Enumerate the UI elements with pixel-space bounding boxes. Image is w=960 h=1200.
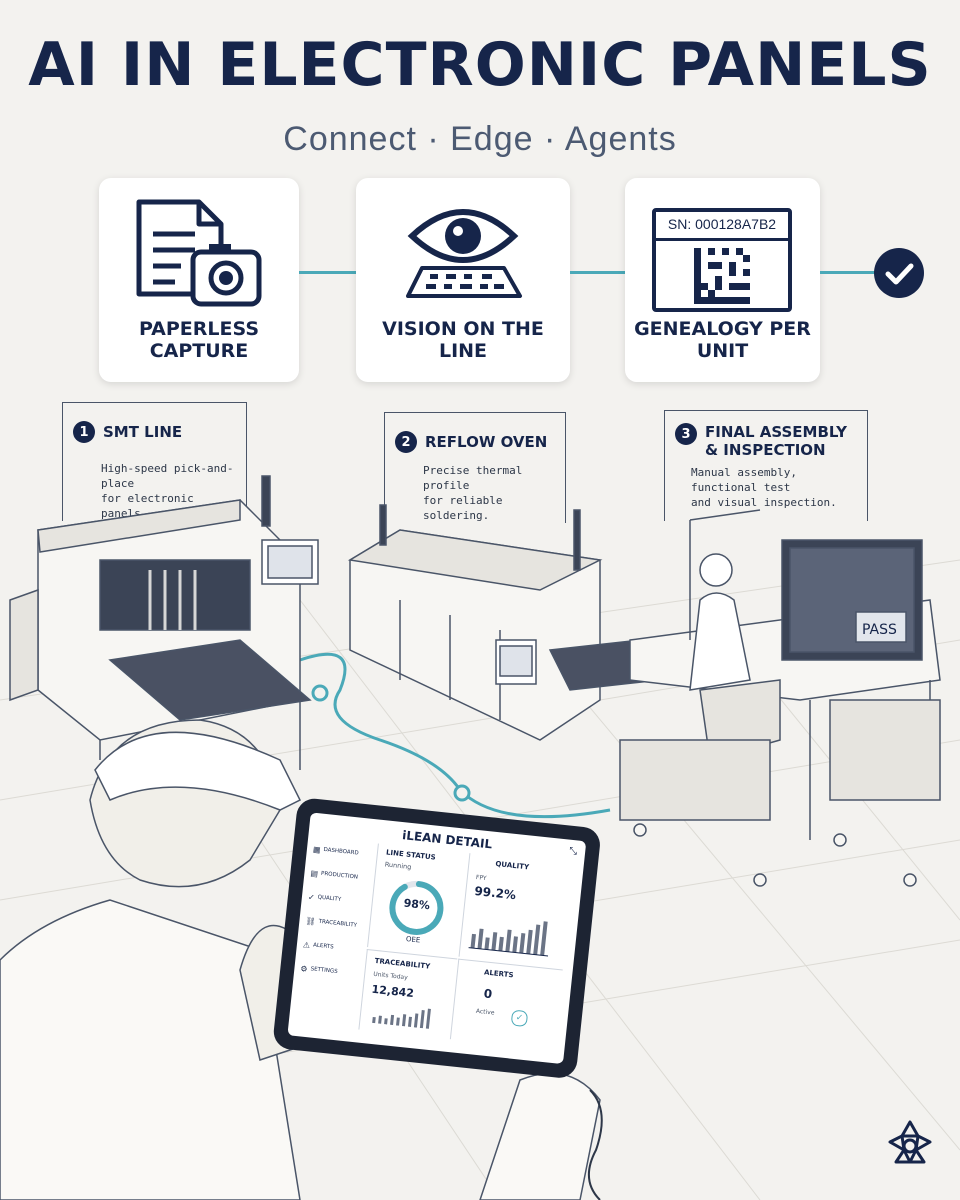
brand-logo-icon [888,1120,932,1164]
step-number-badge: 3 [675,423,697,445]
check-circle-icon: ✓ [307,892,316,902]
check-circle-icon: ✓ [510,1009,529,1028]
serial-barcode-icon: SN: 000128A7B2 [652,208,792,312]
callout-final-assembly: 3 FINAL ASSEMBLY & INSPECTION Manual ass… [664,410,868,521]
document-camera-icon [136,199,262,307]
station-desc-reflow-oven: Precise thermal profile for reliable sol… [423,464,523,522]
eye-circuit-icon [406,209,522,298]
tablet-screen: iLEAN DETAIL ⤡ ▦DASHBOARD ▤PRODUCTION ✓Q… [287,812,587,1065]
inspection-workstation [619,509,941,887]
connector-line [820,271,876,274]
nav-item-settings[interactable]: ⚙SETTINGS [300,963,338,976]
datamatrix-icon [694,248,750,304]
quality-bar-chart [468,921,549,957]
station-title-smt-line: SMT LINE [103,423,183,441]
dashboard-icon: ▦ [312,844,322,855]
production-icon: ▤ [310,868,319,878]
smt-machine [9,475,319,770]
feature-label-paperless-capture: PAPERLESS CAPTURE [138,318,260,362]
alert-icon: ⚠ [302,939,311,950]
tablet-menu-icon[interactable]: ⤡ [568,845,578,858]
gear-icon: ⚙ [300,963,309,974]
page-title: AI IN ELECTRONIC PANELS [28,30,932,100]
tablet-device: iLEAN DETAIL ⤡ ▦DASHBOARD ▤PRODUCTION ✓Q… [272,796,602,1080]
station-title-reflow-oven: REFLOW OVEN [425,433,548,451]
station-title-final-assembly: FINAL ASSEMBLY & INSPECTION [705,423,848,459]
traceability-icon: ⛓ [305,915,317,926]
step-number-badge: 1 [73,421,95,443]
connector-line [570,271,625,274]
traceability-panel[interactable]: TRACEABILITY Units Today 12,842 [358,948,458,1040]
reflow-oven [347,504,662,741]
oee-gauge [389,880,444,935]
factory-scene-illustration: PASS [0,475,960,1200]
page-subtitle: Connect · Edge · Agents [283,120,677,158]
station-desc-final-assembly: Manual assembly, functional test and vis… [691,466,837,509]
quality-panel[interactable]: QUALITY FPY 99.2% [458,853,574,968]
feature-card-vision-on-the-line: VISION ON THE LINE [356,178,570,382]
traceability-bar-chart [372,1008,431,1029]
cable [588,1089,603,1200]
checkmark-icon [874,248,924,298]
tablet-nav: ▦DASHBOARD ▤PRODUCTION ✓QUALITY ⛓TRACEAB… [299,837,372,986]
callout-smt-line: 1 SMT LINE High-speed pick-and-place for… [62,402,247,521]
feature-card-genealogy-per-unit: SN: 000128A7B2 GENEALOGY PER UNIT [625,178,820,382]
step-number-badge: 2 [395,431,417,453]
alerts-panel[interactable]: ALERTS 0 Active ✓ [449,958,563,1051]
connector-line [299,271,356,274]
feature-label-genealogy-per-unit: GENEALOGY PER UNIT [634,318,811,362]
serial-number: SN: 000128A7B2 [667,216,777,232]
feature-label-vision-on-the-line: VISION ON THE LINE [382,318,544,362]
process-flow-path [299,652,611,819]
line-status-panel[interactable]: LINE STATUS Running 98% OEE [367,843,469,957]
monitor-pass-text: PASS [862,622,897,638]
callout-reflow-oven: 2 REFLOW OVEN Precise thermal profile fo… [384,412,566,523]
feature-card-paperless-capture: PAPERLESS CAPTURE [99,178,299,382]
